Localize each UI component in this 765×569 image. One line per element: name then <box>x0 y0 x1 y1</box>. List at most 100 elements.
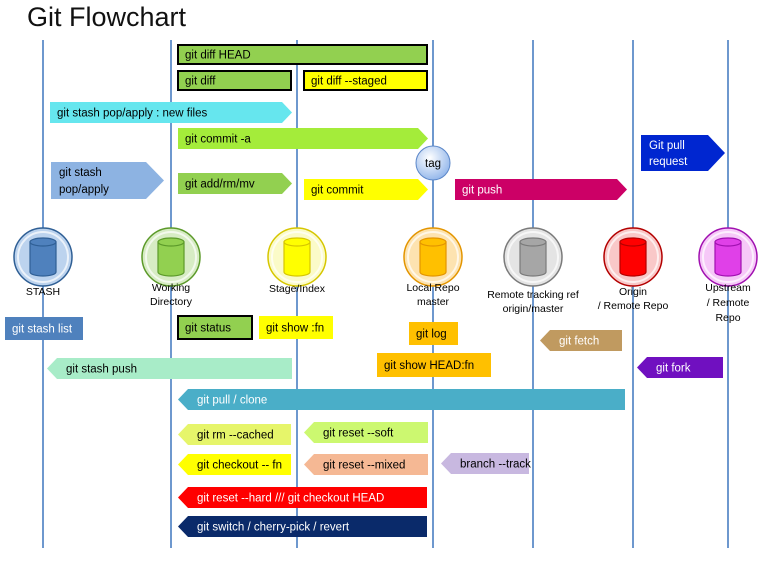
command-git-diff-head: git diff HEAD <box>177 44 428 65</box>
database-icon-top-working <box>157 237 185 247</box>
tag-bubble: tag <box>415 145 451 181</box>
repo-label-local: master <box>417 296 450 308</box>
repo-node-local <box>403 227 463 287</box>
repo-node-upstream <box>698 227 758 287</box>
command-git-stash-push: git stash push <box>47 358 292 379</box>
command-git-fork: git fork <box>637 357 723 378</box>
tag-circle <box>415 145 451 181</box>
command-git-reset-mixed: git reset --mixed <box>304 454 428 475</box>
command-box-git-diff-head <box>177 44 428 65</box>
left-arrow-git-rm-cached <box>178 424 291 445</box>
right-arrow-git-push <box>455 179 627 200</box>
left-arrow-git-fork <box>637 357 723 378</box>
repo-label-remote: Remote tracking ref <box>487 289 579 301</box>
command-label-git-status: git status <box>185 323 231 335</box>
tag-label: tag <box>425 158 441 170</box>
left-arrow-git-reset-soft <box>304 422 428 443</box>
right-arrow-git-add <box>178 173 292 194</box>
command-label-git-stash-pop: git stash <box>59 167 102 179</box>
repo-node-stage <box>267 227 327 287</box>
command-git-push: git push <box>455 179 627 200</box>
repo-node-highlight-working <box>145 231 197 283</box>
command-label-git-log: git log <box>416 329 447 341</box>
command-git-stash-pop: git stash pop/apply <box>51 162 164 199</box>
command-git-show-fn: git show :fn <box>259 316 333 339</box>
repo-node-remote <box>503 227 563 287</box>
command-label-git-switch: git switch / cherry-pick / revert <box>197 522 350 534</box>
command-label-git-diff-head: git diff HEAD <box>185 50 251 62</box>
repo-label-working: Working <box>152 282 190 294</box>
database-icon-stash <box>29 241 57 277</box>
command-label-git-diff-staged: git diff --staged <box>311 76 387 88</box>
command-git-diff-staged: git diff --staged <box>303 70 428 91</box>
command-git-show-head-fn: git show HEAD:fn <box>377 353 491 377</box>
right-arrow-git-commit <box>304 179 428 200</box>
database-icon-local <box>419 241 447 277</box>
database-icon-top-stage <box>283 237 311 247</box>
command-git-log: git log <box>409 322 458 345</box>
repo-label-local: Local Repo <box>406 282 459 294</box>
command-label-git-stash-push: git stash push <box>66 364 137 376</box>
repo-node-working <box>141 227 201 287</box>
command-label-git-rm-cached: git rm --cached <box>197 430 274 442</box>
command-label-git-show-fn: git show :fn <box>266 323 324 335</box>
command-box-git-diff-staged <box>303 70 428 91</box>
repo-label-upstream: Repo <box>715 312 740 324</box>
command-label-git-stash-pop-new: git stash pop/apply : new files <box>57 108 207 120</box>
command-label-git-pull-request: request <box>649 156 688 168</box>
database-icon-remote <box>519 241 547 277</box>
database-icon-top-local <box>419 237 447 247</box>
command-branch-track: branch --track <box>441 453 531 474</box>
left-arrow-git-checkout-fn <box>178 454 291 475</box>
left-arrow-git-stash-push <box>47 358 292 379</box>
command-label-git-reset-mixed: git reset --mixed <box>323 460 405 472</box>
left-arrow-git-switch <box>178 516 427 537</box>
command-label-git-add: git add/rm/mv <box>185 179 255 191</box>
command-box-git-show-head-fn <box>377 353 491 377</box>
database-icon-top-stash <box>29 237 57 247</box>
command-label-git-checkout-fn: git checkout -- fn <box>197 460 282 472</box>
repo-label-working: Directory <box>150 296 193 308</box>
left-arrow-git-reset-mixed <box>304 454 428 475</box>
database-icon-working <box>157 241 185 277</box>
repo-label-origin: Origin <box>619 286 647 298</box>
left-arrow-branch-track <box>441 453 529 474</box>
repo-node-highlight-stage <box>271 231 323 283</box>
database-icon-top-origin <box>619 237 647 247</box>
repo-node-stash <box>13 227 73 287</box>
repo-label-stash: STASH <box>26 286 60 298</box>
command-git-switch: git switch / cherry-pick / revert <box>178 516 427 537</box>
repo-node-highlight-local <box>407 231 459 283</box>
command-box-git-status <box>177 315 253 340</box>
left-arrow-git-pull-clone <box>178 389 625 410</box>
command-label-git-stash-list: git stash list <box>12 324 73 336</box>
command-git-status: git status <box>177 315 253 340</box>
command-git-checkout-fn: git checkout -- fn <box>178 454 291 475</box>
command-git-reset-soft: git reset --soft <box>304 422 428 443</box>
right-arrow-git-commit-a <box>178 128 428 149</box>
command-label-branch-track: branch --track <box>460 459 531 471</box>
command-label-git-fork: git fork <box>656 363 691 375</box>
repo-node-highlight-stash <box>17 231 69 283</box>
command-git-commit-a: git commit -a <box>178 128 428 149</box>
command-git-fetch: git fetch <box>540 330 622 351</box>
command-label-git-show-head-fn: git show HEAD:fn <box>384 360 474 372</box>
command-git-stash-list: git stash list <box>5 317 83 340</box>
repo-node-highlight-remote <box>507 231 559 283</box>
repo-node-highlight-origin <box>607 231 659 283</box>
command-git-pull-clone: git pull / clone <box>178 389 625 410</box>
repo-node-origin <box>603 227 663 287</box>
repo-node-highlight-upstream <box>702 231 754 283</box>
right-arrow-git-pull-request <box>641 135 725 171</box>
database-icon-top-upstream <box>714 237 742 247</box>
command-box-git-log <box>409 322 458 345</box>
repo-label-upstream: Upstream <box>705 282 751 294</box>
database-icon-stage <box>283 241 311 277</box>
command-label-git-stash-pop: pop/apply <box>59 184 109 196</box>
command-git-commit: git commit <box>304 179 428 200</box>
command-label-git-reset-soft: git reset --soft <box>323 428 394 440</box>
command-label-git-fetch: git fetch <box>559 336 599 348</box>
right-arrow-git-stash-pop <box>51 162 164 199</box>
